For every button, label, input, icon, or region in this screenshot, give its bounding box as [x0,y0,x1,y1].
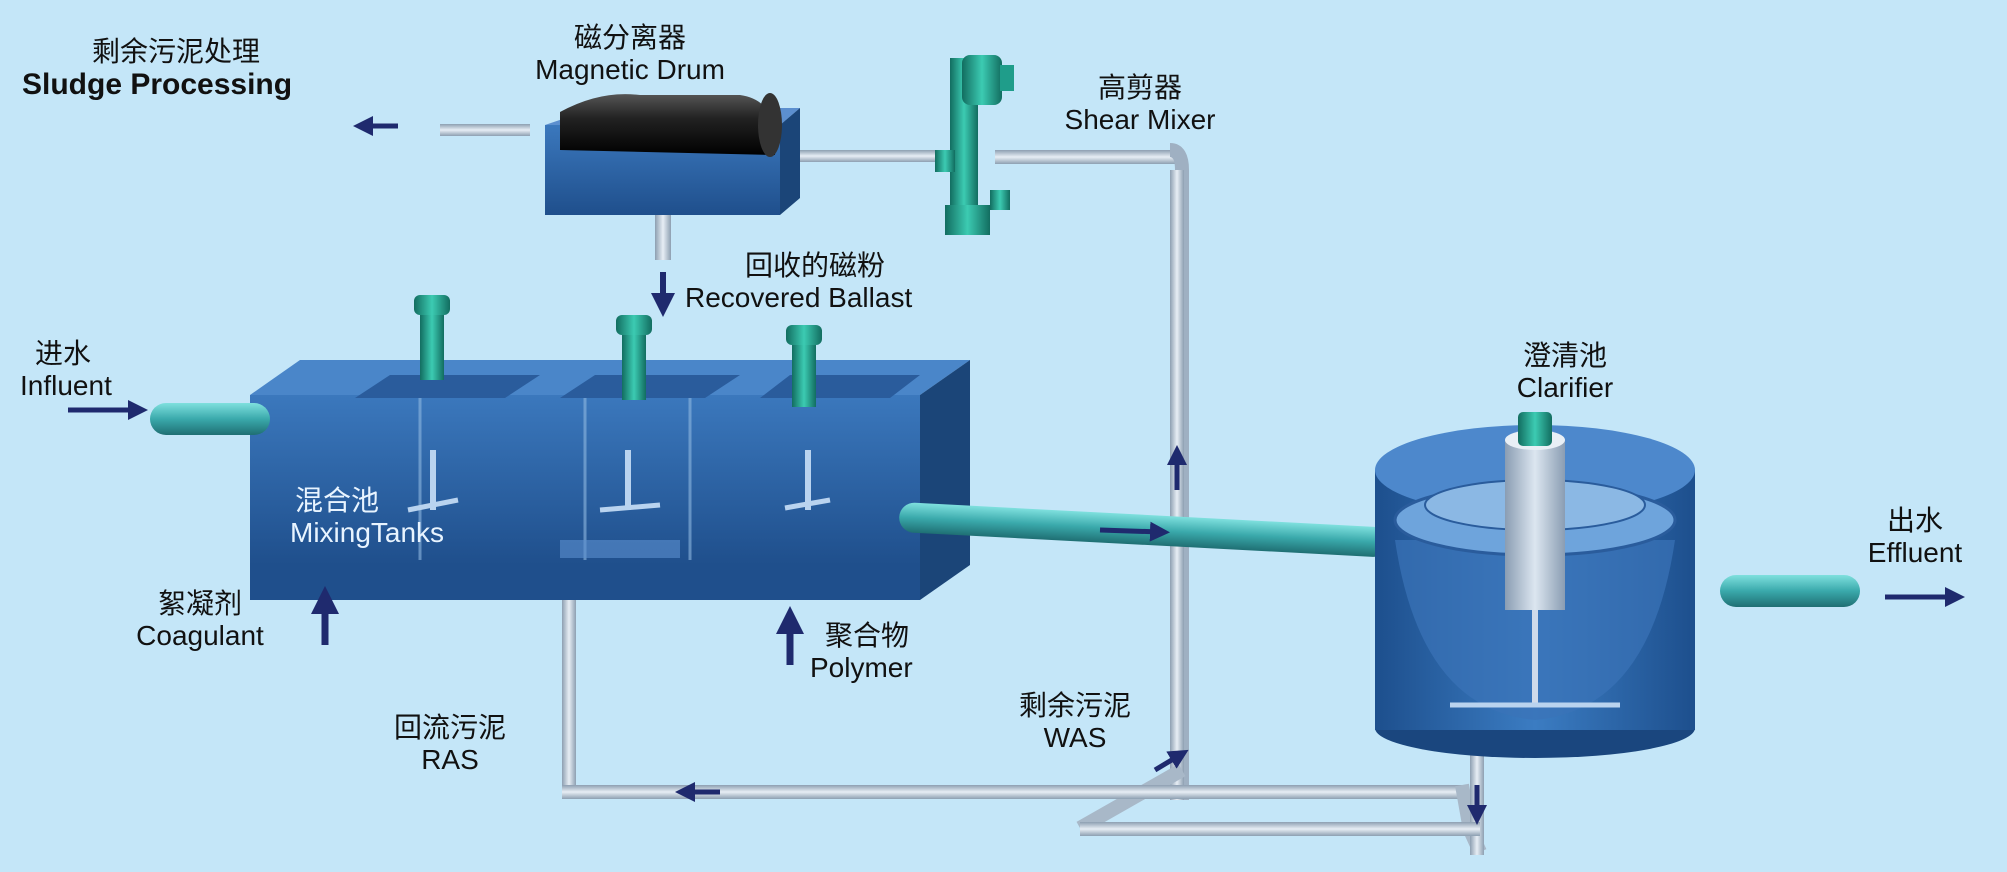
mixer-motor-2 [616,315,652,400]
was-en: WAS [1043,722,1107,754]
ras-en: RAS [421,744,479,776]
ras-pipe [555,569,1487,855]
magnetic-drum-label: 磁分离器 Magnetic Drum [480,21,780,86]
effluent-en: Effluent [1867,537,1963,569]
clarifier-unit [1375,412,1695,758]
shear-mixer-zh: 高剪器 [1097,71,1182,104]
polymer-label: 聚合物 Polymer [810,619,913,684]
was-pipe [995,143,1189,835]
mixer-motor-1 [414,295,450,380]
shear-mixer-label: 高剪器 Shear Mixer [1025,71,1255,136]
effluent-label: 出水 Effluent [1840,504,1990,569]
sludge-processing-zh: 剩余污泥处理 [92,35,261,68]
flow-arrows [68,116,1965,825]
coagulant-en: Coagulant [136,620,264,652]
was-label: 剩余污泥 WAS [985,689,1165,754]
magnetic-drum-unit [545,93,800,260]
mixer-motor-3 [786,325,822,407]
was-zh: 剩余污泥 [1018,689,1131,722]
coagulant-label: 絮凝剂 Coagulant [100,587,300,652]
recovered-ballast-label: 回收的磁粉 Recovered Ballast [685,249,913,314]
effluent-pipe [1720,575,1860,607]
influent-zh: 进水 [35,337,92,370]
influent-label: 进水 Influent [20,337,112,402]
arrow-to-clarifier [1099,521,1170,542]
drum-to-mixer-pipe [440,124,960,162]
polymer-en: Polymer [810,652,913,684]
sludge-processing-label: 剩余污泥处理 Sludge Processing [22,35,293,103]
polymer-zh: 聚合物 [825,619,910,652]
clarifier-label: 澄清池 Clarifier [1495,339,1635,404]
sludge-processing-en: Sludge Processing [22,68,293,102]
coagulant-zh: 絮凝剂 [157,587,242,620]
clarifier-en: Clarifier [1516,372,1614,404]
influent-pipe [150,403,270,435]
ras-label: 回流污泥 RAS [360,711,540,776]
shear-mixer-unit [935,55,1014,235]
magnetic-drum-zh: 磁分离器 [573,21,686,54]
recovered-ballast-zh: 回收的磁粉 [745,249,886,282]
shear-mixer-en: Shear Mixer [1064,104,1216,136]
magnetic-drum-en: Magnetic Drum [535,54,725,86]
effluent-zh: 出水 [1886,504,1943,537]
clarifier-zh: 澄清池 [1522,339,1607,372]
mixing-tanks-zh: 混合池 [295,484,380,517]
influent-en: Influent [20,370,112,402]
recovered-ballast-en: Recovered Ballast [685,282,913,314]
mixing-tanks-label: 混合池 MixingTanks [290,484,445,549]
ras-zh: 回流污泥 [393,711,506,744]
arrow-was-diag [1153,749,1189,773]
mixing-tanks-unit [250,295,970,600]
mixing-tanks-en: MixingTanks [290,517,445,549]
